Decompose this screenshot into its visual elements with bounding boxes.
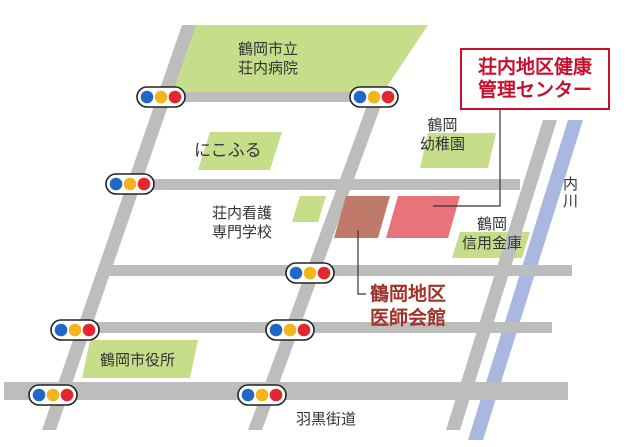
target-facility-box: 荘内地区健康 管理センター: [460, 48, 610, 110]
road-horizontal-3: [102, 265, 572, 276]
road-horizontal-1: [152, 92, 382, 102]
target-building: [386, 196, 460, 238]
signal-red-light: [137, 177, 151, 191]
target-facility-name-line1: 荘内地区健康: [477, 56, 592, 78]
river-label: 内川: [561, 176, 579, 210]
traffic-signals: [28, 86, 399, 406]
signal-red-light: [60, 388, 74, 402]
shinkin-bank-label: 鶴岡 信用金庫: [462, 215, 523, 252]
destination-name-line1: 鶴岡地区: [370, 283, 447, 305]
city-hall-parcel: [82, 340, 198, 378]
signal-yellow-light: [303, 266, 317, 280]
road-horizontal-2: [118, 179, 520, 190]
hospital-parcel: [162, 25, 428, 94]
signal-red-light: [381, 90, 395, 104]
signal-yellow-light: [123, 177, 137, 191]
signal-blue-light: [32, 388, 46, 402]
destination-building: [334, 196, 390, 238]
destination-label: 鶴岡地区 医師会館: [370, 282, 446, 330]
signal-blue-light: [241, 388, 255, 402]
signal-red-light: [317, 266, 331, 280]
traffic-signal-icon: [285, 262, 335, 284]
target-facility-name-line2: 管理センター: [477, 79, 592, 101]
signal-yellow-light: [46, 388, 60, 402]
signal-red-light: [168, 90, 182, 104]
nursing-school-label: 荘内看護 専門学校: [212, 204, 273, 241]
signal-yellow-light: [255, 388, 269, 402]
nursing-school-parcel: [292, 196, 326, 222]
traffic-signal-icon: [349, 86, 399, 108]
traffic-signal-icon: [105, 173, 155, 195]
uchikawa-river: [468, 120, 583, 440]
nikofuru-parcel: [198, 132, 282, 170]
signal-red-light: [82, 323, 96, 337]
traffic-signal-icon: [265, 319, 315, 341]
kindergarten-parcel: [420, 133, 496, 168]
signal-blue-light: [109, 177, 123, 191]
signal-red-light: [269, 388, 283, 402]
hospital-label: 鶴岡市立 荘内病院: [238, 40, 299, 77]
signal-yellow-light: [283, 323, 297, 337]
signal-blue-light: [140, 90, 154, 104]
road-vertical-middle: [248, 92, 386, 430]
haguro-kaido-label: 羽黒街道: [296, 410, 357, 428]
signal-blue-light: [269, 323, 283, 337]
target-leader-line: [433, 110, 501, 207]
traffic-signal-icon: [50, 319, 100, 341]
signal-blue-light: [289, 266, 303, 280]
signal-blue-light: [54, 323, 68, 337]
signal-blue-light: [353, 90, 367, 104]
signal-yellow-light: [68, 323, 82, 337]
destination-name-line2: 医師会館: [370, 307, 447, 329]
signal-yellow-light: [367, 90, 381, 104]
traffic-signal-icon: [237, 384, 287, 406]
signal-red-light: [297, 323, 311, 337]
traffic-signal-icon: [136, 86, 186, 108]
city-hall-label: 鶴岡市役所: [100, 351, 176, 369]
signal-yellow-light: [154, 90, 168, 104]
kindergarten-label: 鶴岡 幼稚園: [420, 116, 466, 153]
nikofuru-label: にこふる: [194, 141, 262, 161]
road-vertical-east: [446, 120, 557, 430]
traffic-signal-icon: [28, 384, 78, 406]
destination-leader-line: [357, 230, 366, 295]
